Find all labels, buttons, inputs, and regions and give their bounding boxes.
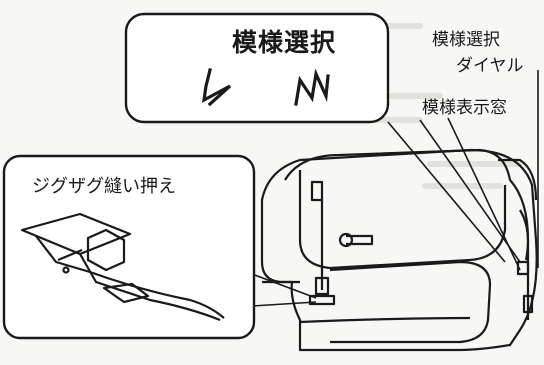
zigzag-foot-label: ジグザグ縫い押え [32,176,176,197]
knob-lever [346,234,374,246]
foot-sole-edge [79,253,221,322]
machine-arm-cavity [329,260,492,344]
machine-base [299,316,471,324]
lower-side-part [522,294,534,314]
foot-divider [57,248,83,262]
machine-arm [284,148,512,181]
leader-callout-2 [419,119,521,263]
pattern-callout-box [124,12,390,124]
pattern-dial-label-line-2: ダイヤル [456,56,524,76]
machine-column [509,179,530,320]
machine-side-panel [498,158,538,201]
triple-zigzag-stitch-icon [294,68,330,106]
foot-window [102,282,150,304]
pattern-selection-title: 模様選択 [232,28,337,57]
leader-callout-1 [387,121,506,263]
pattern-dial-label-line-1: 模様選択 [432,30,500,50]
foot-block [86,228,126,272]
foot-pin [62,266,70,274]
leader-lines [251,70,539,307]
zigzag-stitch-icon [201,68,232,107]
dial-curve [519,209,530,261]
tension-knob [338,232,354,248]
sewing-machine [260,148,538,352]
pattern-window-label: 模様表示窓 [422,98,507,118]
foot-sole [35,235,225,319]
foot-top-shank [20,212,132,256]
pattern-window-rect [516,260,530,276]
presser-foot-small [308,294,336,306]
foot-callout-box [2,154,256,340]
thread-guide [310,180,324,202]
machine-head [298,170,507,270]
stitch-icons [201,68,330,107]
presser-foot [20,212,225,322]
leader-foot-1 [251,273,317,299]
presser-foot-holder [314,276,330,296]
leader-foot-2 [251,301,317,307]
